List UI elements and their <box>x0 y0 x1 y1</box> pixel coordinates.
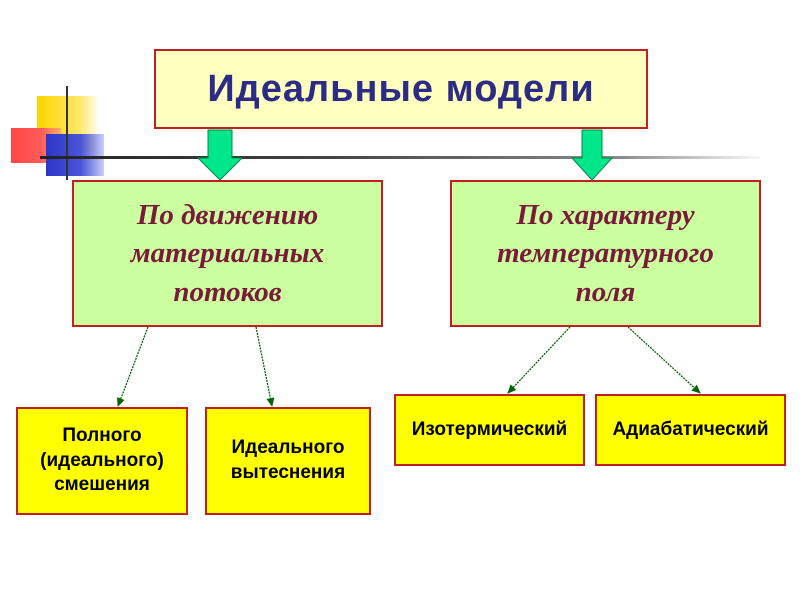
connector-arrow-4 <box>627 326 701 394</box>
diagram-title: Идеальные модели <box>207 67 595 110</box>
decor-blue-square <box>46 134 104 176</box>
leaf-full-mixing: Полного(идеального)смешения <box>16 407 188 515</box>
leaf-adiabatic: Адиабатический <box>595 394 786 466</box>
leaf-full-mixing-label: Полного(идеального)смешения <box>40 424 164 496</box>
leaf-isothermal-label: Изотермический <box>411 418 568 440</box>
big-arrow-right <box>570 129 614 181</box>
decor-vertical-line <box>66 86 68 180</box>
connector-arrow-1 <box>117 326 149 407</box>
title-box: Идеальные модели <box>154 49 648 129</box>
connector-arrow-3 <box>507 326 571 394</box>
decor-horizontal-line <box>40 156 760 159</box>
leaf-adiabatic-label: Адиабатический <box>612 418 769 440</box>
big-arrow-left <box>196 129 244 181</box>
connector-arrow-2 <box>255 326 275 407</box>
leaf-isothermal: Изотермический <box>394 394 585 466</box>
